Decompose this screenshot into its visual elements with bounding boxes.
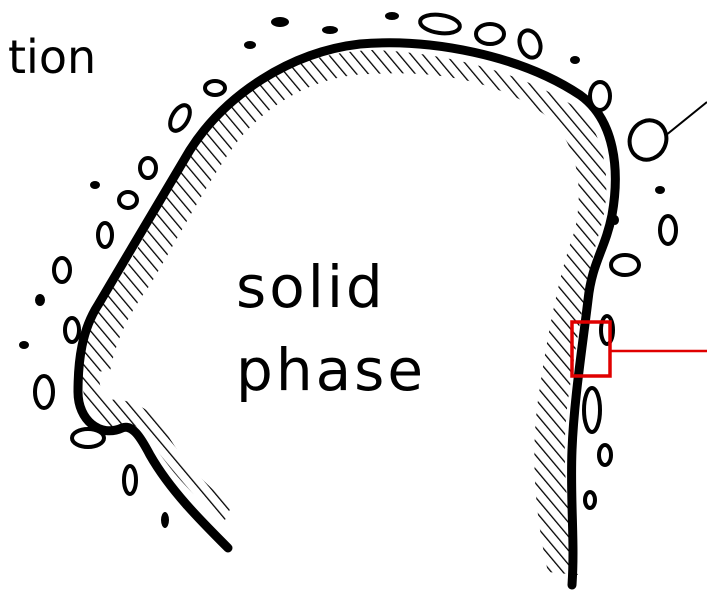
corner-label: tion <box>8 30 96 84</box>
label-solid: solid <box>236 253 386 321</box>
label-phase: phase <box>236 336 426 404</box>
